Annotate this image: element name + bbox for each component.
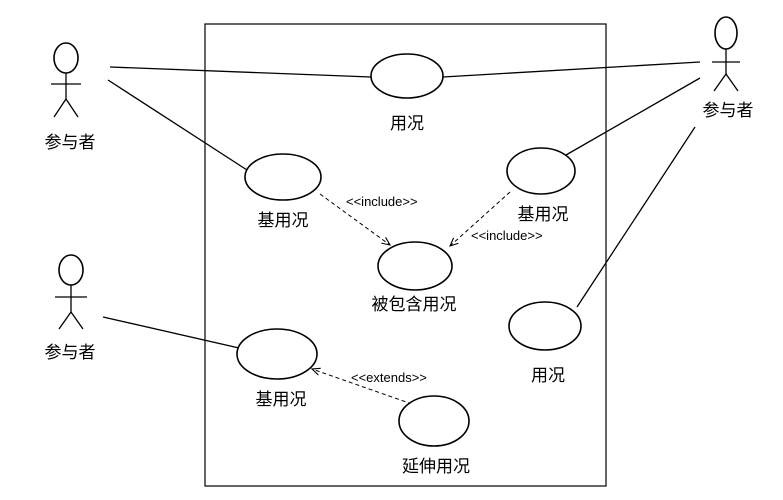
association-line <box>102 316 240 349</box>
actor-figure-top-right[interactable] <box>712 16 740 92</box>
use-case-ellipse-extension[interactable] <box>398 395 470 447</box>
use-case-label: 基用况 <box>256 390 307 410</box>
use-case-label: 基用况 <box>518 205 569 225</box>
system-boundary <box>204 23 607 487</box>
actor-figure-top-left[interactable] <box>51 42 81 118</box>
use-case-label: 延伸用况 <box>402 457 470 477</box>
actor-label: 参与者 <box>45 343 96 363</box>
include-stereotype-right: <<include>> <box>471 228 543 243</box>
actor-label: 参与者 <box>45 133 96 153</box>
use-case-label: 用况 <box>390 114 424 134</box>
use-case-ellipse-base-left[interactable] <box>244 153 322 201</box>
association-line <box>565 77 701 156</box>
actor-figure-bottom-left[interactable] <box>55 254 87 330</box>
extends-stereotype: <<extends>> <box>351 370 427 385</box>
use-case-ellipse-base-bottom[interactable] <box>236 328 318 380</box>
association-line <box>442 61 701 78</box>
actor-label: 参与者 <box>703 101 754 121</box>
include-stereotype-left: <<include>> <box>346 194 418 209</box>
include-arrow-left <box>319 193 390 245</box>
association-line <box>109 66 372 78</box>
association-line <box>576 126 696 308</box>
use-case-ellipse-base-right[interactable] <box>506 147 576 195</box>
use-case-ellipse-top[interactable] <box>370 53 444 99</box>
use-case-ellipse-right[interactable] <box>508 301 582 351</box>
use-case-label: 被包含用况 <box>372 295 457 315</box>
use-case-label: 用况 <box>531 366 565 386</box>
use-case-ellipse-included[interactable] <box>377 241 453 291</box>
extends-arrow <box>312 369 413 405</box>
association-line <box>107 79 248 171</box>
use-case-label: 基用况 <box>258 211 309 231</box>
